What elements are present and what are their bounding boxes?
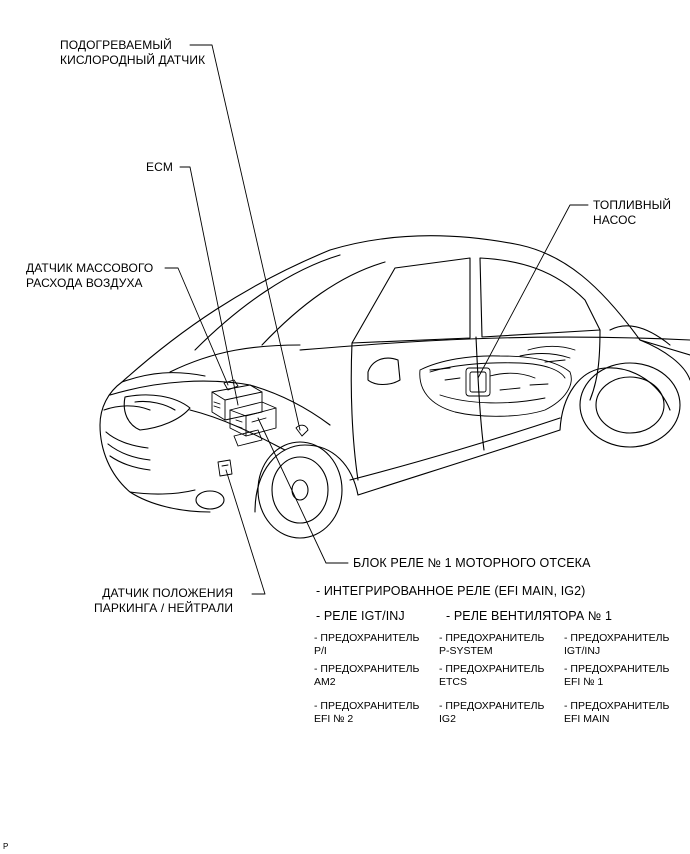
maf-sensor-label-line2: РАСХОДА ВОЗДУХА — [26, 276, 143, 290]
maf-sensor-label: ДАТЧИК МАССОВОГО РАСХОДА ВОЗДУХА — [26, 261, 153, 291]
fuse-item-prefix: - ПРЕДОХРАНИТЕЛЬ — [564, 632, 670, 644]
fuse-item: - ПРЕДОХРАНИТЕЛЬ ETCS — [439, 663, 544, 689]
park-neutral-sensor-label-line2: ПАРКИНГА / НЕЙТРАЛИ — [94, 601, 234, 615]
fuel-pump-label-line1: ТОПЛИВНЫЙ — [593, 198, 672, 212]
fuse-item-prefix: - ПРЕДОХРАНИТЕЛЬ — [564, 700, 670, 712]
integrated-relay-item: - ИНТЕГРИРОВАННОЕ РЕЛЕ (EFI MAIN, IG2) — [316, 584, 586, 598]
fuse-item: - ПРЕДОХРАНИТЕЛЬ P/I — [314, 632, 419, 658]
engine-bay-components — [211, 379, 309, 477]
fuse-item-prefix: - ПРЕДОХРАНИТЕЛЬ — [439, 663, 545, 675]
heated-o2-sensor-label: ПОДОГРЕВАЕМЫЙ КИСЛОРОДНЫЙ ДАТЧИК — [60, 38, 205, 68]
fuel-pump-label-line2: НАСОС — [593, 213, 637, 227]
fuse-item: - ПРЕДОХРАНИТЕЛЬ IGT/INJ — [564, 632, 669, 658]
fuse-item-name: IGT/INJ — [564, 645, 601, 657]
fuse-item-prefix: - ПРЕДОХРАНИТЕЛЬ — [314, 700, 420, 712]
fuse-item-name: AM2 — [314, 676, 336, 688]
car-body — [99, 235, 690, 539]
fuse-item: - ПРЕДОХРАНИТЕЛЬ IG2 — [439, 700, 544, 726]
fuse-item-name: IG2 — [439, 713, 456, 725]
leader-lines — [164, 44, 589, 595]
fan-relay-item: - РЕЛЕ ВЕНТИЛЯТОРА № 1 — [446, 609, 613, 623]
fuel-pump-label: ТОПЛИВНЫЙ НАСОС — [593, 198, 671, 228]
fuse-item-name: EFI № 1 — [564, 676, 604, 688]
igt-inj-relay-item: - РЕЛЕ IGT/INJ — [316, 609, 405, 623]
relay-block-label: БЛОК РЕЛЕ № 1 МОТОРНОГО ОТСЕКА — [353, 556, 591, 570]
fuse-item-name: ETCS — [439, 676, 468, 688]
fuse-item-prefix: - ПРЕДОХРАНИТЕЛЬ — [439, 632, 545, 644]
park-neutral-sensor-label: ДАТЧИК ПОЛОЖЕНИЯ ПАРКИНГА / НЕЙТРАЛИ — [94, 586, 233, 616]
maf-sensor-label-line1: ДАТЧИК МАССОВОГО — [26, 261, 154, 275]
fuse-item: - ПРЕДОХРАНИТЕЛЬ EFI MAIN — [564, 700, 669, 726]
fuse-item-prefix: - ПРЕДОХРАНИТЕЛЬ — [439, 700, 545, 712]
fuse-item-name: EFI № 2 — [314, 713, 354, 725]
fuse-item: - ПРЕДОХРАНИТЕЛЬ AM2 — [314, 663, 419, 689]
park-neutral-sensor-label-line1: ДАТЧИК ПОЛОЖЕНИЯ — [102, 586, 234, 600]
fuse-item-name: EFI MAIN — [564, 713, 610, 725]
fuse-item: - ПРЕДОХРАНИТЕЛЬ P-SYSTEM — [439, 632, 544, 658]
heated-o2-sensor-label-line2: КИСЛОРОДНЫЙ ДАТЧИК — [60, 53, 206, 67]
fuse-item-name: P-SYSTEM — [439, 645, 493, 657]
fuse-item-prefix: - ПРЕДОХРАНИТЕЛЬ — [314, 663, 420, 675]
fuse-item: - ПРЕДОХРАНИТЕЛЬ EFI № 1 — [564, 663, 669, 689]
fuse-item-name: P/I — [314, 645, 327, 657]
figure-code: P — [3, 842, 9, 851]
fuse-item: - ПРЕДОХРАНИТЕЛЬ EFI № 2 — [314, 700, 419, 726]
fuse-item-prefix: - ПРЕДОХРАНИТЕЛЬ — [314, 632, 420, 644]
heated-o2-sensor-label-line1: ПОДОГРЕВАЕМЫЙ — [60, 38, 172, 52]
ecm-label: ECM — [146, 160, 173, 174]
fuel-tank-assembly — [419, 345, 576, 417]
fuse-item-prefix: - ПРЕДОХРАНИТЕЛЬ — [564, 663, 670, 675]
